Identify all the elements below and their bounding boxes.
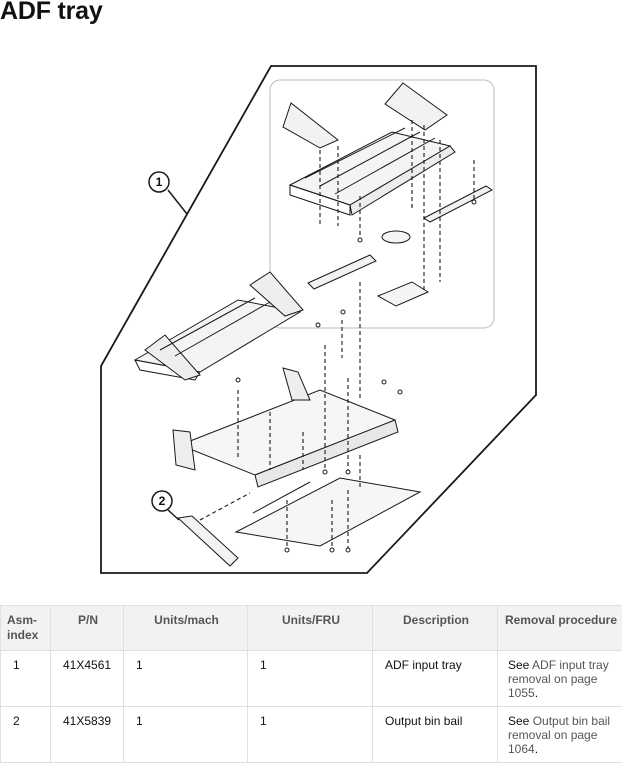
col-header-units-mach: Units/mach [124,606,248,651]
removal-procedure-cell: See ADF input tray removal on page 1055. [498,651,622,707]
description-cell: Output bin bail [373,707,498,763]
units-mach-cell: 1 [124,651,248,707]
asm-index-cell: 2 [1,707,51,763]
pn-cell: 41X4561 [51,651,124,707]
mid-bracket-part [308,255,376,289]
pn-cell: 41X5839 [51,707,124,763]
description-cell: ADF input tray [373,651,498,707]
output-bin-bail-part [178,516,238,566]
col-header-description: Description [373,606,498,651]
units-fru-cell: 1 [248,707,373,763]
see-text: See [508,658,529,672]
col-header-asm-index: Asm-index [1,606,51,651]
table-row: 2 41X5839 1 1 Output bin bail See Output… [1,707,622,763]
removal-procedure-cell: See Output bin bail removal on page 1064… [498,707,622,763]
callout-number-1: 1 [156,175,163,189]
col-header-removal-procedure: Removal procedure [498,606,622,651]
units-mach-cell: 1 [124,707,248,763]
asm-index-cell: 1 [1,651,51,707]
gear-part [382,231,410,243]
table-header-row: Asm-index P/N Units/mach Units/FRU Descr… [1,606,622,651]
period-text: . [535,686,538,700]
see-text: See [508,714,529,728]
left-input-tray-part [135,272,303,380]
parts-table: Asm-index P/N Units/mach Units/FRU Descr… [0,605,622,763]
upper-rail-part [424,186,492,222]
lower-cover-part [236,478,420,546]
page-title: ADF tray [0,0,103,26]
small-bracket-part [378,282,428,306]
units-fru-cell: 1 [248,651,373,707]
col-header-units-fru: Units/FRU [248,606,373,651]
lower-base-part [173,368,398,487]
period-text: . [535,742,538,756]
table-row: 1 41X4561 1 1 ADF input tray See ADF inp… [1,651,622,707]
col-header-pn: P/N [51,606,124,651]
callout-number-2: 2 [159,494,166,508]
callout-2 [152,491,179,520]
exploded-parts-diagram: 12 [0,55,622,585]
upper-tray-part [283,83,455,215]
